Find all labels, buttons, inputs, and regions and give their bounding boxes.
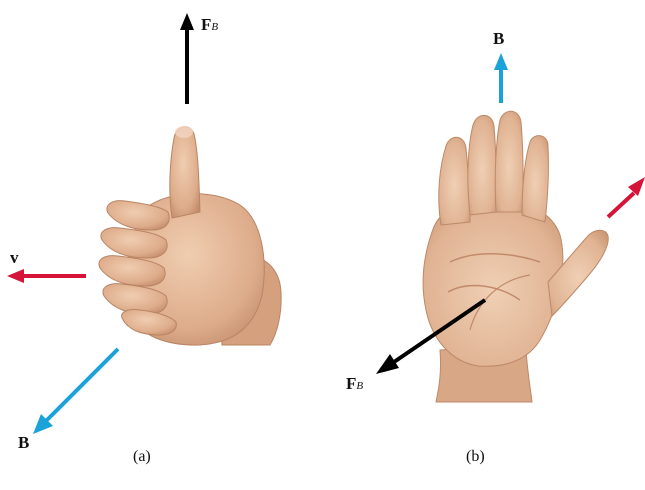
velocity-arrow-a	[7, 269, 86, 283]
open-palm-hand-image	[423, 111, 608, 402]
panel-a	[7, 13, 281, 434]
force-subscript-a: B	[211, 21, 218, 33]
thumbs-up-hand-image	[99, 126, 281, 345]
field-label-a: B	[18, 434, 29, 451]
force-subscript-b: B	[356, 380, 363, 392]
caption-a: (a)	[133, 449, 151, 465]
force-arrow-a	[180, 13, 194, 104]
velocity-arrow-b	[608, 177, 645, 217]
caption-b: (b)	[466, 449, 485, 465]
field-label-b: B	[493, 30, 504, 47]
velocity-label-a: v	[10, 249, 19, 266]
panel-b	[376, 53, 645, 402]
field-arrow-a	[33, 349, 118, 434]
force-label-b: FB	[346, 375, 363, 392]
force-label-a: FB	[201, 16, 218, 33]
field-arrow-b	[494, 53, 508, 103]
